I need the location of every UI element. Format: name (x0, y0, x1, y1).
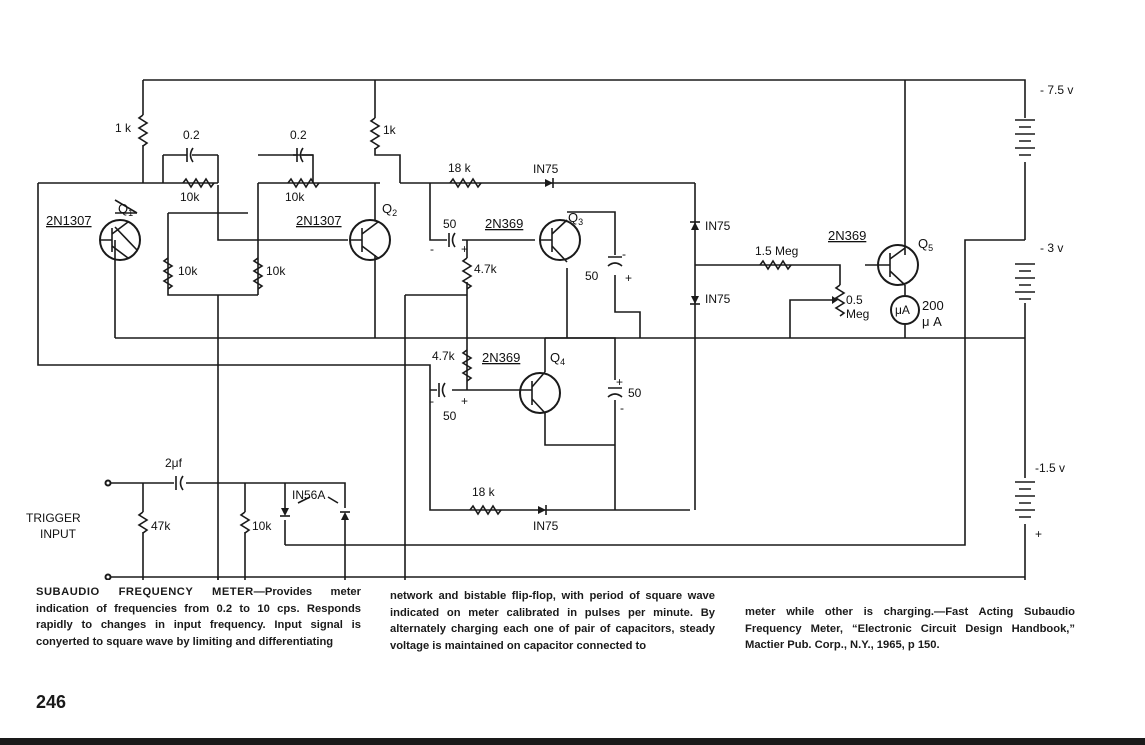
capacitor-2uf (175, 475, 184, 491)
resistor-47k (137, 511, 149, 534)
q4-label: Q4 (550, 350, 565, 367)
resistor-10k-trigger (239, 511, 251, 534)
pot-value-label: 0.5 (846, 293, 863, 307)
resistor-10k-b (252, 257, 264, 290)
capacitor-50-q4-out (607, 387, 623, 398)
svg-text:+: + (625, 271, 632, 285)
q5-type: 2N369 (828, 228, 866, 243)
q1-label: Q1 (118, 201, 133, 218)
resistor-1k-q1 (137, 114, 149, 147)
resistor-18k-top (449, 177, 482, 189)
in75-top-label: IN75 (533, 162, 559, 176)
caption-column-2: network and bistable flip-flop, with per… (390, 590, 715, 652)
q1-type: 2N1307 (46, 213, 92, 228)
resistor-10k-a (162, 257, 174, 290)
supply-label-7-5v: - 7.5 v (1040, 83, 1073, 97)
svg-text:+: + (461, 242, 468, 256)
r15meg-label: 1.5 Meg (755, 244, 798, 258)
resistor-1k-q2 (369, 117, 381, 150)
c50-q3-out-label: 50 (585, 269, 599, 283)
resistor-18k-bottom (469, 504, 502, 516)
trigger-label-1: TRIGGER (26, 511, 81, 525)
wires (37, 79, 1026, 580)
trigger-label-2: INPUT (40, 527, 77, 541)
caption-column-1: SUBAUDIO FREQUENCY METER—Provides meter … (36, 584, 361, 650)
r47k-bottom-label: 4.7k (432, 349, 456, 363)
page-number: 246 (36, 692, 67, 712)
trigger-terminal-top (104, 479, 112, 487)
q5-label: Q5 (918, 236, 933, 253)
caption-column-3: meter while other is charging.—Fast Acti… (745, 606, 1075, 651)
bottom-rule (0, 738, 1145, 745)
c50-q4-out-label: 50 (628, 386, 642, 400)
meter-symbol: μA (895, 303, 910, 317)
r10k-trigger-label: 10k (252, 519, 272, 533)
r18k-top-label: 18 k (448, 161, 472, 175)
in56a-label: IN56A (292, 488, 325, 502)
r47k-trigger-label: 47k (151, 519, 171, 533)
svg-text:-: - (622, 247, 626, 261)
in75-mid1-label: IN75 (705, 219, 731, 233)
meter-unit-label: μ A (922, 314, 942, 329)
batteries (1015, 119, 1035, 518)
q3-label: Q3 (568, 210, 583, 227)
resistor-10k-q1-base (182, 177, 215, 189)
plus-label: + (1035, 527, 1042, 541)
potentiometer-0-5meg (834, 284, 846, 317)
r10k-c-label: 10k (178, 264, 198, 278)
transistors (99, 219, 919, 414)
c50-q4-in-label: 50 (443, 409, 457, 423)
q3-type: 2N369 (485, 216, 523, 231)
microammeter (890, 295, 920, 325)
pot-unit-label: Meg (846, 307, 869, 321)
q2-type: 2N1307 (296, 213, 342, 228)
svg-text:-: - (430, 394, 434, 408)
resistor-1-5meg (759, 259, 792, 271)
r10k-d-label: 10k (266, 264, 286, 278)
supply-label-3v: - 3 v (1040, 241, 1063, 255)
diodes (280, 178, 700, 520)
in75-mid2-label: IN75 (705, 292, 731, 306)
resistor-4-7k-top (461, 257, 473, 290)
caption-headline: SUBAUDIO FREQUENCY METER (36, 586, 254, 598)
c50-q3-in-label: 50 (443, 217, 457, 231)
q2-label: Q2 (382, 201, 397, 218)
circuit-schematic: - 7.5 v - 3 v -1.5 v + TRIGGER INPUT Q1 … (26, 79, 1073, 580)
c02-left-label: 0.2 (183, 128, 200, 142)
capacitors (175, 147, 623, 491)
r1k-right-label: 1k (383, 123, 397, 137)
svg-text:-: - (430, 242, 434, 256)
svg-text:-: - (620, 401, 624, 415)
in75-bottom-label: IN75 (533, 519, 559, 533)
c02-right-label: 0.2 (290, 128, 307, 142)
r1k-left-label: 1 k (115, 121, 132, 135)
r47k-top-label: 4.7k (474, 262, 498, 276)
r10k-b-label: 10k (285, 190, 305, 204)
labels: - 7.5 v - 3 v -1.5 v + TRIGGER INPUT Q1 … (26, 83, 1073, 541)
resistors (137, 114, 846, 534)
svg-text:+: + (616, 375, 623, 389)
resistor-4-7k-bottom (461, 349, 473, 382)
svg-text:+: + (461, 394, 468, 408)
capacitor-50-q4-in (438, 382, 446, 398)
resistor-10k-q2-base (287, 177, 320, 189)
trigger-terminal-bottom (104, 573, 112, 580)
caption-col1-text: —Provides meter indication of frequencie… (36, 586, 361, 648)
transistor-q4 (519, 372, 561, 414)
capacitor-50-q3-in (448, 232, 456, 248)
c2uf-label: 2μf (165, 456, 183, 470)
r10k-a-label: 10k (180, 190, 200, 204)
meter-value-label: 200 (922, 298, 944, 313)
q4-type: 2N369 (482, 350, 520, 365)
r18k-bottom-label: 18 k (472, 485, 496, 499)
supply-label-1-5v: -1.5 v (1035, 461, 1065, 475)
capacitor-50-q3-out (607, 256, 623, 267)
